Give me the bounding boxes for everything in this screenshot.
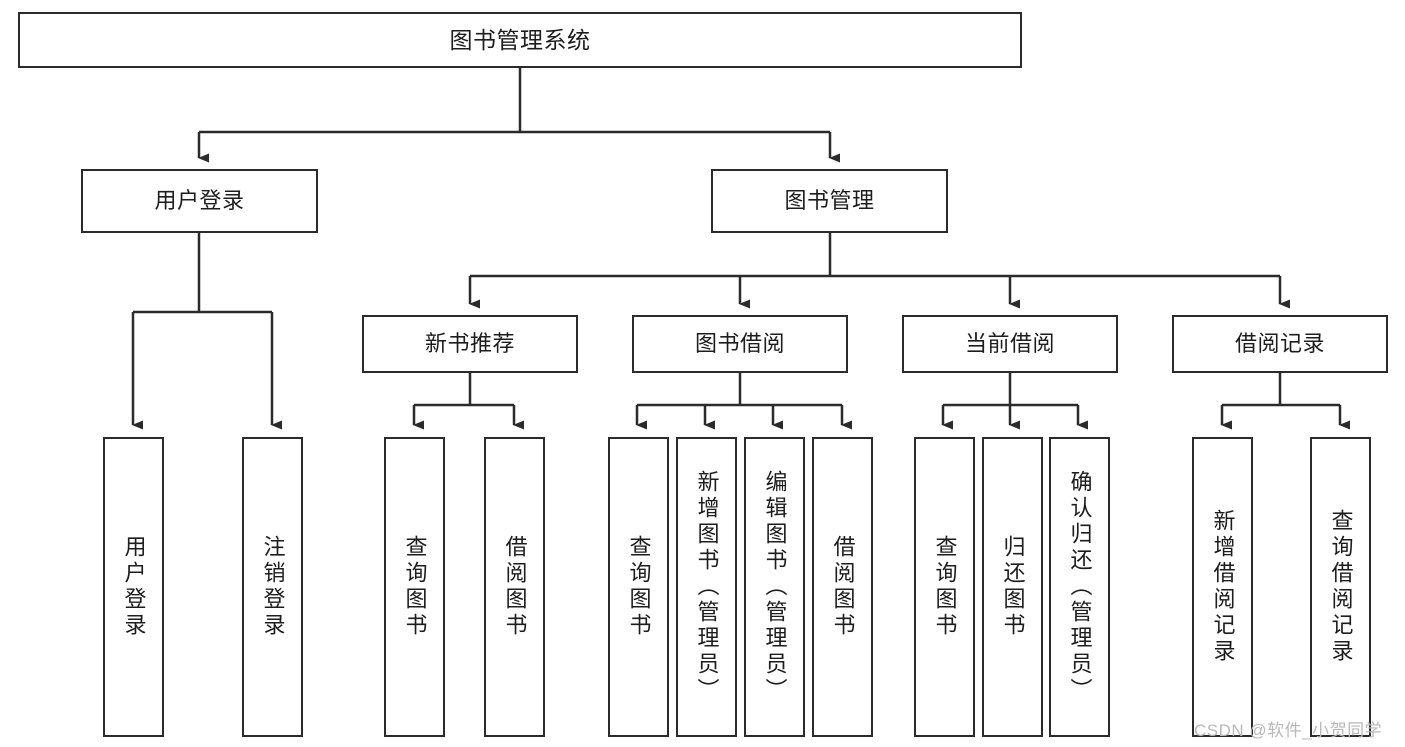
node-label: 借阅图书 [502, 535, 528, 639]
node-label: 注销登录 [260, 535, 286, 639]
node-label: 借阅图书 [830, 535, 856, 639]
node-label: 编辑图书（管理员） [762, 470, 788, 704]
node-book-borrowing[interactable]: 图书借阅 [632, 315, 848, 373]
node-label: 图书借阅 [694, 331, 785, 357]
node-label: 图书管理 [784, 188, 875, 214]
node-label: 借阅记录 [1234, 331, 1325, 357]
node-user-login[interactable]: 用户登录 [81, 169, 318, 233]
leaf-query-books-recommendation[interactable]: 查询图书 [384, 437, 445, 737]
node-label: 用户登录 [121, 535, 147, 639]
leaf-add-borrowing-record[interactable]: 新增借阅记录 [1192, 437, 1253, 737]
leaf-query-books-borrowing[interactable]: 查询图书 [608, 437, 669, 737]
node-borrowing-records[interactable]: 借阅记录 [1172, 315, 1388, 373]
node-label: 查询图书 [932, 535, 958, 639]
leaf-confirm-return-admin[interactable]: 确认归还（管理员） [1049, 437, 1110, 737]
leaf-borrow-books-recommendation[interactable]: 借阅图书 [484, 437, 545, 737]
leaf-query-borrowing-record[interactable]: 查询借阅记录 [1310, 437, 1371, 737]
leaf-borrow-books[interactable]: 借阅图书 [812, 437, 873, 737]
node-label: 图书管理系统 [449, 26, 591, 53]
leaf-add-book-admin[interactable]: 新增图书（管理员） [676, 437, 737, 737]
node-label: 新书推荐 [424, 331, 515, 357]
node-label: 归还图书 [1000, 535, 1026, 639]
node-label: 用户登录 [154, 188, 245, 214]
node-label: 查询图书 [626, 535, 652, 639]
node-label: 确认归还（管理员） [1067, 470, 1093, 704]
node-label: 查询借阅记录 [1328, 509, 1354, 665]
node-root-book-management-system[interactable]: 图书管理系统 [18, 12, 1022, 68]
node-label: 新增借阅记录 [1210, 509, 1236, 665]
node-current-borrowing[interactable]: 当前借阅 [902, 315, 1118, 373]
leaf-return-books[interactable]: 归还图书 [982, 437, 1043, 737]
node-label: 查询图书 [402, 535, 428, 639]
leaf-edit-book-admin[interactable]: 编辑图书（管理员） [744, 437, 805, 737]
node-book-management[interactable]: 图书管理 [711, 169, 948, 233]
csdn-watermark: CSDN @软件_小贺同学 [1194, 721, 1383, 740]
node-label: 当前借阅 [964, 331, 1055, 357]
leaf-user-login[interactable]: 用户登录 [103, 437, 164, 737]
leaf-query-books-current[interactable]: 查询图书 [914, 437, 975, 737]
node-label: 新增图书（管理员） [694, 470, 720, 704]
node-new-book-recommendation[interactable]: 新书推荐 [362, 315, 578, 373]
leaf-logout[interactable]: 注销登录 [242, 437, 303, 737]
